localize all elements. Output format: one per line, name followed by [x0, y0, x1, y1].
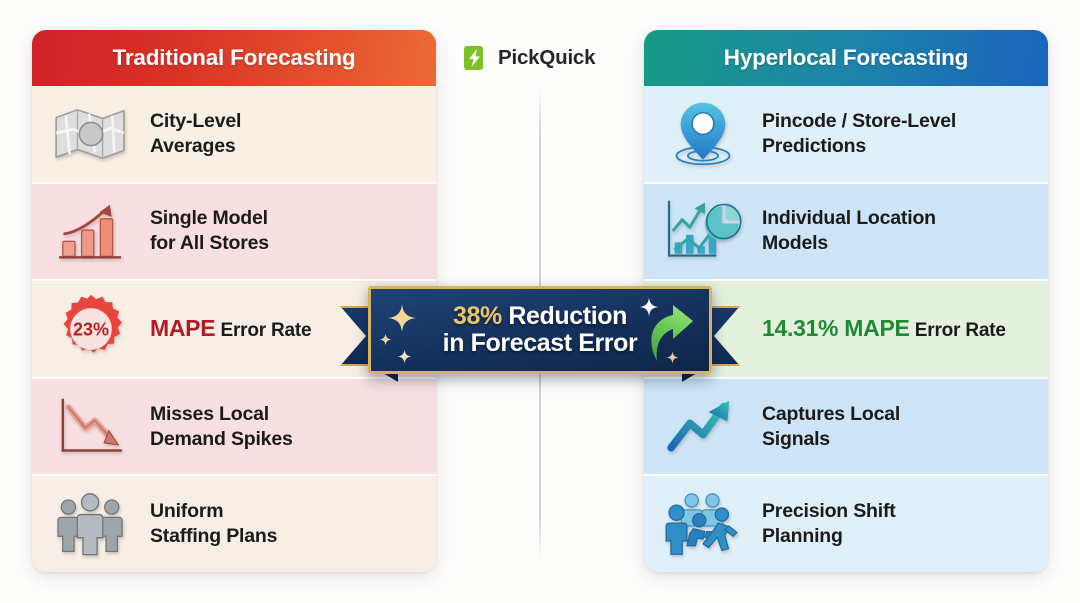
badge-value: 23% — [73, 320, 109, 340]
sparkle-icon — [639, 297, 659, 317]
row-label: 14.31% MAPE Error Rate — [762, 315, 1006, 343]
mape-metric: 14.31% MAPE — [762, 315, 910, 341]
lightning-bolt-icon — [463, 44, 489, 72]
row-city-level-averages: City-Level Averages — [32, 86, 436, 184]
row-label: Individual Location Models — [762, 207, 936, 255]
banner-text: 38% Reduction in Forecast Error — [442, 301, 638, 358]
row-label: MAPE Error Rate — [150, 315, 312, 343]
row-pincode-store-level: Pincode / Store-Level Predictions — [644, 86, 1048, 184]
error-rate-label: Error Rate — [914, 320, 1006, 341]
error-rate-label: Error Rate — [220, 320, 312, 341]
folded-map-icon — [48, 98, 134, 170]
map-pin-icon — [660, 98, 746, 170]
row-label: Pincode / Store-Level Predictions — [762, 109, 957, 157]
sparkle-icon — [388, 304, 416, 332]
row-label: Captures Local Signals — [762, 402, 901, 450]
traditional-forecasting-card: Traditional Forecasting City-Level Avera… — [32, 30, 436, 572]
row-misses-local-demand: Misses Local Demand Spikes — [32, 378, 436, 477]
bar-chart-up-icon — [48, 195, 134, 267]
banner-line-2: in Forecast Error — [442, 329, 638, 357]
left-card-rows: City-Level Averages — [32, 86, 436, 572]
reduction-banner: 38% Reduction in Forecast Error — [340, 276, 740, 384]
row-captures-local-signals: Captures Local Signals — [644, 378, 1048, 477]
row-label: Single Model for All Stores — [150, 207, 269, 255]
row-uniform-staffing-plans: Uniform Staffing Plans — [32, 476, 436, 572]
mape-metric: MAPE — [150, 315, 216, 341]
banner-percent: 38% — [452, 301, 502, 330]
row-precision-shift-planning: Precision Shift Planning — [644, 476, 1048, 572]
row-individual-location-models: Individual Location Models — [644, 183, 1048, 282]
sparkle-icon — [666, 351, 679, 364]
analytics-charts-icon — [660, 195, 746, 267]
sparkle-icon — [397, 349, 412, 364]
row-single-model: Single Model for All Stores — [32, 183, 436, 282]
right-card-title: Hyperlocal Forecasting — [644, 30, 1048, 86]
row-label: City-Level Averages — [150, 109, 242, 157]
row-label: Uniform Staffing Plans — [150, 500, 278, 548]
badge-23-percent-icon: 23% — [48, 293, 134, 365]
left-card-title: Traditional Forecasting — [32, 30, 436, 86]
row-label: Misses Local Demand Spikes — [150, 402, 293, 450]
row-label: Precision Shift Planning — [762, 500, 896, 548]
sparkle-icon — [379, 333, 392, 346]
ribbon-body: 38% Reduction in Forecast Error — [368, 286, 712, 374]
people-active-blue-icon — [660, 488, 746, 560]
brand-logo: PickQuick — [463, 41, 623, 75]
banner-line1-rest: Reduction — [501, 301, 627, 330]
brand-name: PickQuick — [498, 46, 596, 69]
trend-up-arrow-icon — [660, 391, 746, 463]
green-up-arrow-icon — [651, 305, 693, 361]
people-group-gray-icon — [48, 488, 134, 560]
line-chart-down-icon — [48, 391, 134, 463]
banner-line-1: 38% Reduction — [443, 301, 638, 331]
